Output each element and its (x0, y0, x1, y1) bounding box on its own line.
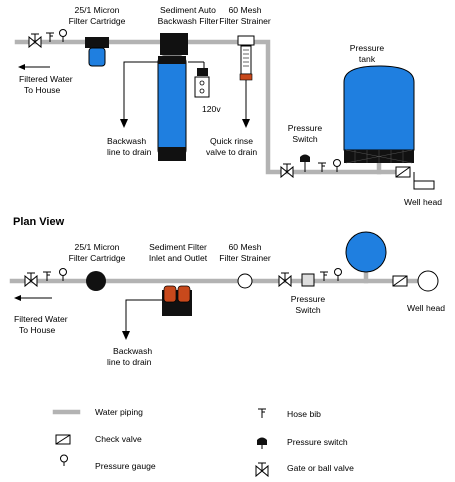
elevation-hose-bib-icon-right (318, 162, 326, 172)
plan-pressure-switch (301, 273, 315, 287)
elevation-sediment-filter (157, 33, 188, 161)
elevation-well-head-label: Well head (404, 197, 442, 207)
elevation-pressure-tank (343, 65, 415, 164)
power-label: 120v (202, 104, 221, 114)
elevation-cartridge-filter (85, 37, 109, 67)
elevation-sediment-label-2: Backwash Filter (158, 16, 219, 26)
elevation-pressure-switch-label-2: Switch (292, 134, 318, 144)
plan-pressure-gauge-icon-right (334, 268, 342, 281)
elevation-pressure-switch-label-1: Pressure (288, 123, 323, 133)
elevation-backwash-label-1: Backwash (107, 136, 146, 146)
plan-gate-valve-right (278, 272, 292, 288)
elevation-pressure-gauge-icon (59, 29, 67, 42)
plan-pressure-switch-label-2: Switch (295, 305, 321, 315)
plan-filtered-label-1: Filtered Water (14, 314, 68, 324)
elevation-main-pipe (14, 39, 403, 175)
plan-check-valve (392, 275, 408, 287)
elevation-backwash-line (123, 61, 158, 126)
legend-hose-bib-label: Hose bib (287, 409, 321, 419)
tank-label-2: tank (359, 54, 376, 64)
elevation-pressure-gauge-icon-right (333, 159, 341, 172)
elevation-cartridge-label-1: 25/1 Micron (75, 5, 120, 15)
plan-hose-bib-icon-right (320, 271, 328, 281)
elevation-filtered-label-2: To House (24, 85, 61, 95)
legend-pressure-gauge-label: Pressure gauge (95, 461, 156, 471)
plan-sediment-label-2: Inlet and Outlet (149, 253, 208, 263)
plan-well-head-label: Well head (407, 303, 445, 313)
plan-pressure-switch-label-1: Pressure (291, 294, 326, 304)
plan-sediment-label-1: Sediment Filter (149, 242, 207, 252)
plan-hose-bib-icon (43, 271, 51, 281)
elevation-filtered-label-1: Filtered Water (19, 74, 73, 84)
elevation-sediment-label-1: Sediment Auto (160, 5, 216, 15)
plan-backwash-label-2: line to drain (107, 357, 152, 367)
plan-view: Plan View 25/1 Micron Filter Cartridge S… (9, 216, 445, 367)
quick-rinse-label-2: valve to drain (206, 147, 257, 157)
plan-cartridge-filter (86, 271, 106, 291)
elevation-cartridge-label-2: Filter Cartridge (69, 16, 126, 26)
elevation-gate-valve-right (280, 163, 294, 179)
elevation-pressure-switch-icon (300, 154, 310, 172)
plan-backwash-line (125, 299, 162, 338)
legend-gate-valve-icon (255, 462, 269, 478)
plan-well-head (417, 270, 439, 292)
outlet-box (197, 68, 208, 76)
plan-mesh-strainer (237, 273, 253, 289)
legend: Water piping Check valve Pressure gauge … (52, 407, 354, 478)
elevation-gate-valve (28, 33, 42, 49)
plan-gate-valve (24, 272, 38, 288)
plan-pressure-gauge-icon (59, 268, 67, 281)
plan-backwash-label-1: Backwash (113, 346, 152, 356)
legend-pressure-gauge-icon (60, 454, 68, 466)
elevation-backwash-arrow (120, 119, 128, 128)
legend-pressure-switch-icon (257, 437, 267, 449)
elevation-strainer-label-2: Filter Strainer (219, 16, 271, 26)
plan-filtered-label-2: To House (19, 325, 56, 335)
elevation-strainer-label-1: 60 Mesh (229, 5, 262, 15)
outlet-icon (194, 76, 210, 98)
plan-sediment-filter (162, 285, 192, 316)
tank-label-1: Pressure (350, 43, 385, 53)
legend-gate-valve-label: Gate or ball valve (287, 463, 354, 473)
legend-check-valve-icon (55, 434, 71, 445)
legend-hose-bib-icon (258, 408, 266, 418)
plan-cartridge-label-1: 25/1 Micron (75, 242, 120, 252)
quick-rinse-label-1: Quick rinse (210, 136, 253, 146)
plan-strainer-label-1: 60 Mesh (229, 242, 262, 252)
elevation-mesh-strainer (237, 35, 255, 81)
plan-view-title: Plan View (13, 216, 65, 228)
legend-water-piping-label: Water piping (95, 407, 143, 417)
elevation-check-valve (395, 166, 411, 178)
legend-check-valve-label: Check valve (95, 434, 142, 444)
elevation-well-head (413, 180, 435, 190)
plan-cartridge-label-2: Filter Cartridge (69, 253, 126, 263)
legend-pressure-switch-label: Pressure switch (287, 437, 348, 447)
elevation-view: 25/1 Micron Filter Cartridge Sediment Au… (14, 5, 442, 207)
elevation-backwash-label-2: line to drain (107, 147, 152, 157)
elevation-hose-bib-icon (46, 32, 54, 42)
plan-strainer-label-2: Filter Strainer (219, 253, 271, 263)
plan-pressure-tank (345, 231, 387, 273)
